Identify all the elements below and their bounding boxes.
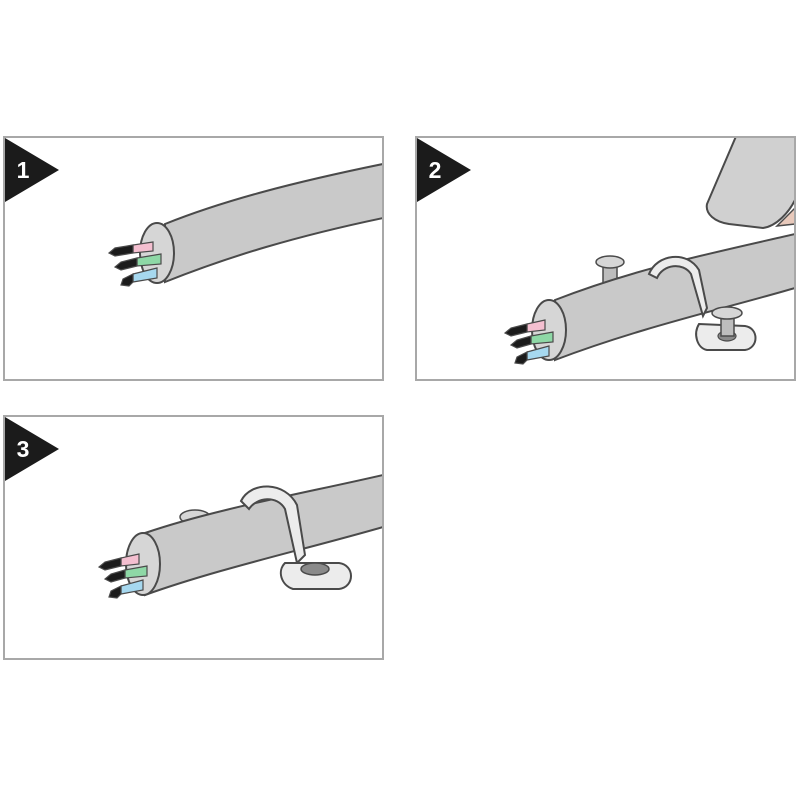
wire-tip	[97, 557, 122, 571]
step-badge: 3	[5, 417, 59, 481]
cable-clip	[647, 255, 709, 319]
step-number: 3	[16, 436, 30, 462]
wire-pink	[132, 241, 154, 254]
nail-front	[711, 306, 743, 337]
wire-pink	[120, 553, 140, 567]
wire-tip	[509, 335, 532, 349]
wire-bundle	[503, 319, 554, 365]
cable-sheath	[554, 233, 794, 362]
clip-nailing-illustration	[503, 138, 794, 365]
wire-tip	[120, 273, 134, 287]
wire-tip	[103, 569, 126, 583]
cable-clip	[239, 485, 307, 565]
nail-front	[300, 562, 330, 576]
wire-bundle	[97, 553, 148, 599]
hammer	[705, 138, 794, 230]
step-3-panel: 3	[3, 415, 384, 660]
clip-fitted-illustration	[97, 474, 382, 599]
wire-pink	[526, 319, 546, 333]
cable-sheath	[164, 163, 382, 284]
hand-icon	[774, 207, 794, 227]
step-number: 1	[16, 157, 30, 183]
wire-tip	[503, 323, 528, 337]
hammer-head	[705, 138, 794, 230]
wire-tip	[113, 257, 138, 271]
step-badge: 2	[417, 138, 471, 202]
step-number: 2	[428, 157, 442, 183]
step-2-panel: 2	[415, 136, 796, 381]
wire-tip	[514, 351, 528, 365]
step-badge: 1	[5, 138, 59, 202]
cable-end-face	[139, 222, 175, 284]
wire-tip	[107, 244, 134, 257]
wire-tip	[108, 585, 122, 599]
step-1-panel: 1	[3, 136, 384, 381]
wire-bundle	[107, 241, 162, 287]
clip-tab	[279, 562, 352, 590]
cable-end-illustration	[107, 163, 382, 287]
